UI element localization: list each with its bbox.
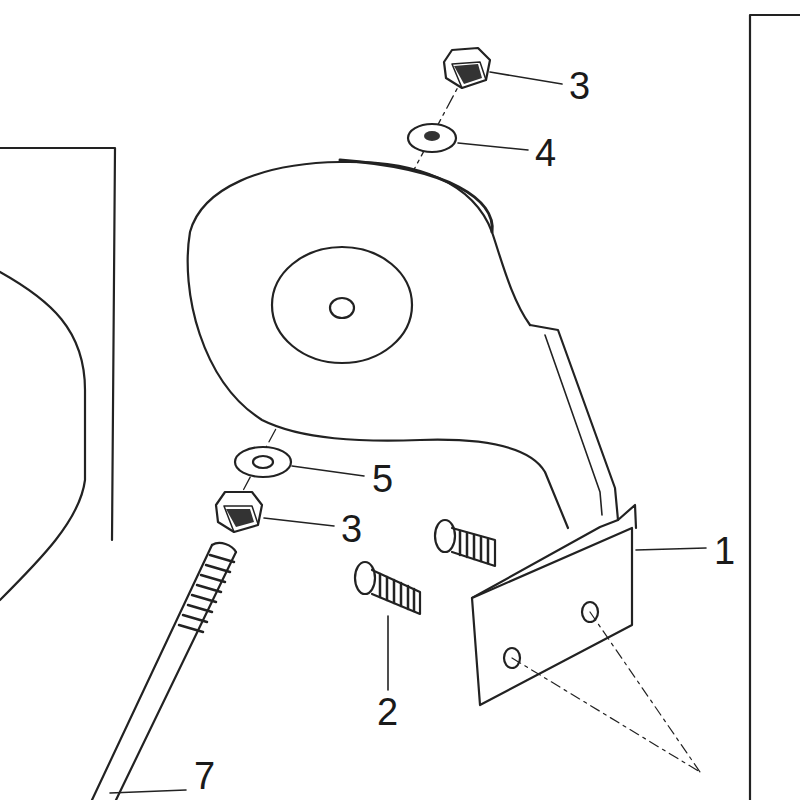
frame-outline	[750, 15, 800, 800]
hole-axis	[512, 612, 700, 772]
flat-washer	[235, 447, 291, 477]
housing-outline	[0, 148, 115, 540]
leader-line	[110, 72, 706, 793]
hub-hole	[330, 298, 354, 318]
bracket-bend	[530, 325, 618, 520]
hub-disc	[272, 247, 412, 363]
bracket-plate	[188, 162, 568, 528]
callout-number: 2	[377, 692, 398, 732]
callout-number: 5	[372, 459, 393, 499]
screw	[355, 562, 420, 614]
hex-nut	[444, 48, 490, 88]
bracket-bend-inner	[545, 335, 602, 515]
screw	[435, 520, 495, 566]
callout-number: 7	[194, 756, 215, 796]
callout-number: 3	[341, 509, 362, 549]
callout-number: 3	[569, 66, 590, 106]
callout-number: 4	[535, 133, 556, 173]
lock-washer	[408, 124, 456, 152]
hex-nut	[216, 492, 262, 532]
callout-number: 1	[714, 531, 735, 571]
housing-curve	[0, 272, 85, 600]
plate-edge	[340, 160, 492, 232]
threaded-rod	[92, 543, 236, 800]
